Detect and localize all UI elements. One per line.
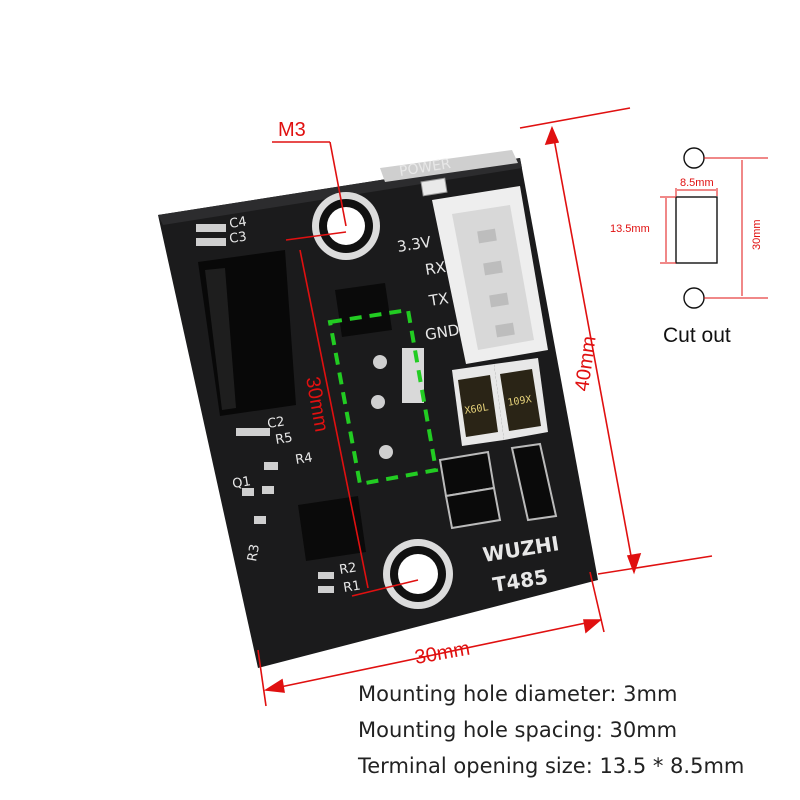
mounting-hole-bottom — [383, 539, 453, 609]
silk-q1: Q1 — [231, 474, 252, 492]
silk-c2: C2 — [266, 414, 285, 432]
solder-pads — [196, 224, 424, 593]
silk-rx: RX — [424, 258, 447, 279]
power-led — [420, 177, 448, 197]
silk-r2: R2 — [338, 560, 357, 578]
fuse-right: 109X — [494, 358, 548, 440]
spec-hole-spacing: Mounting hole spacing: 30mm — [358, 718, 678, 742]
cutout-hole-bottom — [683, 287, 705, 309]
cutout-spacing-label: 30mm — [751, 219, 763, 250]
width-label: 30mm — [413, 638, 472, 669]
dimension-lines — [257, 107, 713, 707]
silk-r5: R5 — [274, 430, 293, 448]
cutout-caption: Cut out — [663, 324, 731, 347]
spec-terminal-opening: Terminal opening size: 13.5 * 8.5mm — [358, 754, 745, 778]
cutout-diagram: 8.5mm 13.5mm 30mm Cut out — [610, 147, 768, 347]
diode-bottom — [444, 486, 502, 530]
cutout-guide — [327, 307, 439, 487]
ic-chip-top — [335, 283, 392, 337]
silk-r1: R1 — [342, 578, 361, 596]
silk-r3: R3 — [245, 543, 263, 563]
silk-gnd: GND — [424, 321, 461, 344]
cutout-hole-top — [683, 147, 705, 169]
fuse-left: X60L — [452, 364, 504, 446]
ic-chip-bottom — [298, 496, 366, 561]
fuse-right-label: 109X — [507, 394, 533, 409]
cutout-rectangle — [675, 196, 718, 264]
fuse-left-label: X60L — [464, 402, 490, 417]
top-edge-connector — [380, 150, 518, 182]
height-label: 40mm — [571, 335, 601, 393]
m3-label: M3 — [278, 119, 306, 141]
spec-list: Mounting hole diameter: 3mm Mounting hol… — [358, 676, 798, 784]
terminal-connector — [432, 186, 548, 364]
spec-hole-diameter: Mounting hole diameter: 3mm — [358, 682, 678, 706]
silk-c3: C3 — [228, 229, 247, 247]
silk-tx: TX — [427, 289, 450, 310]
cutout-width-label: 8.5mm — [680, 177, 714, 189]
cutout-height-label: 13.5mm — [610, 223, 650, 235]
silk-r4: R4 — [294, 450, 313, 468]
silk-3v3: 3.3V — [396, 233, 433, 256]
silk-c4: C4 — [228, 214, 247, 232]
tvs-diode — [510, 442, 558, 522]
